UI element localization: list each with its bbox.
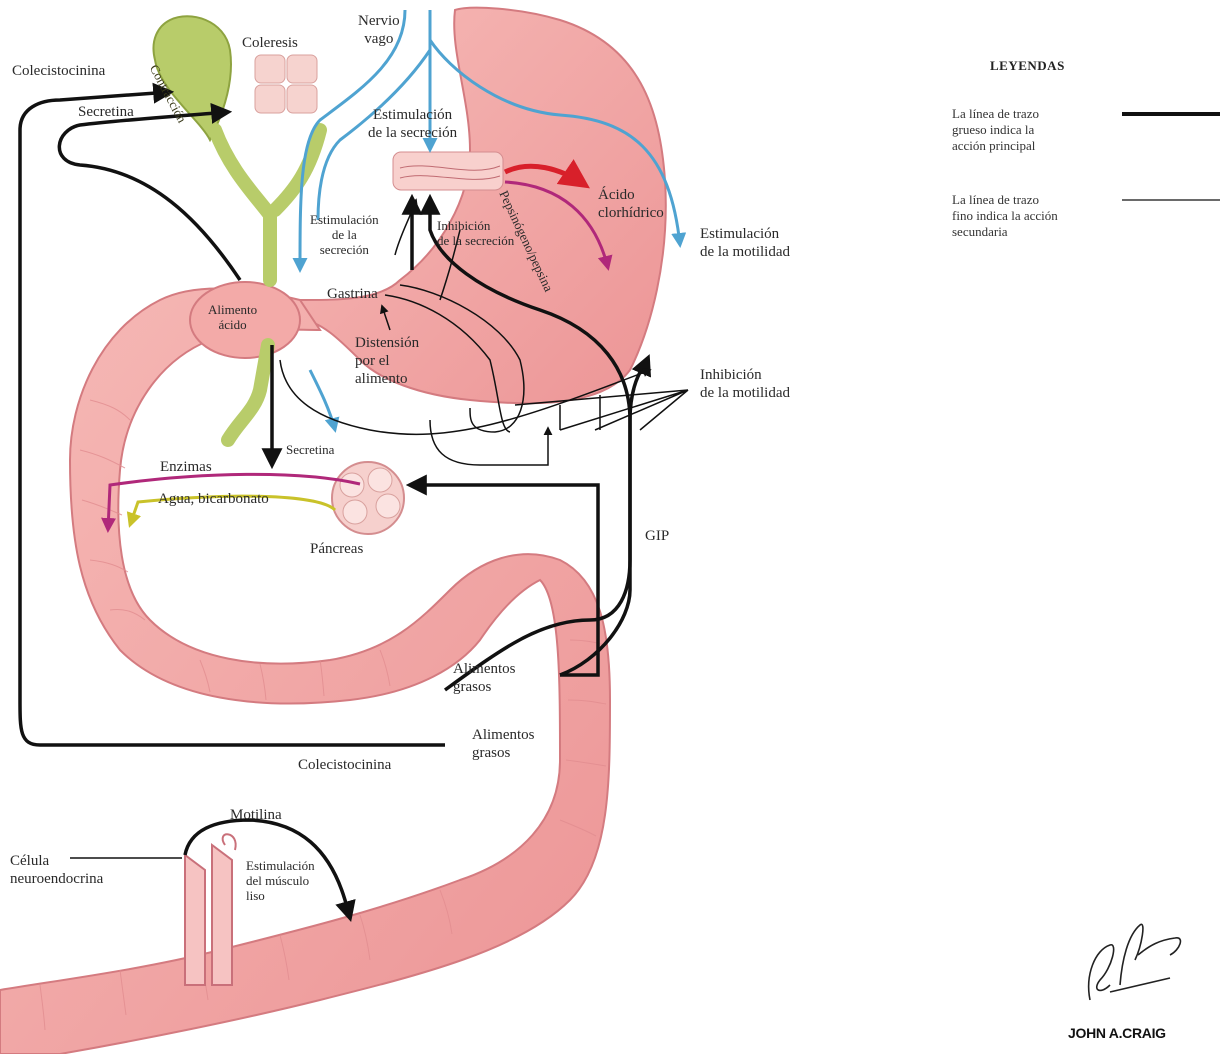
legend-title: LEYENDAS [990,58,1065,74]
label-celula-neuroendocrina: Célula neuroendocrina [10,852,103,888]
label-motilina: Motilina [230,806,282,824]
label-acido-clorhidrico: Ácido clorhídrico [598,186,664,222]
artist-credit: JOHN A.CRAIG [1068,1025,1166,1041]
netter-signature [1089,924,1181,1000]
pancreas-acinus [332,462,404,534]
label-colecistocinina-top: Colecistocinina [12,62,105,80]
label-gip: GIP [645,527,669,545]
label-coleresis: Coleresis [242,34,298,52]
label-alimentos-grasos-2: Alimentos grasos [472,726,535,762]
label-secretina-top: Secretina [78,103,134,121]
label-alimentos-grasos-1: Alimentos grasos [453,660,516,696]
legend-thick-text: La línea de trazo grueso indica la acció… [952,106,1039,154]
legend-thin-text: La línea de trazo fino indica la acción … [952,192,1058,240]
legend-lines [1122,114,1220,200]
label-enzimas: Enzimas [160,458,212,476]
label-distension: Distensión por el alimento [355,334,419,388]
label-pancreas: Páncreas [310,540,363,558]
label-inhibicion-motilidad: Inhibición de la motilidad [700,366,790,402]
label-gastrina: Gastrina [327,285,378,303]
label-estimulacion-secrecion-left: Estimulación de la secreción [310,212,379,257]
label-agua-bicarbonato: Agua, bicarbonato [158,490,269,508]
label-nervio-vago: Nervio vago [358,12,400,48]
liver-cells [255,55,317,113]
label-alimento-acido: Alimento ácido [208,302,257,332]
label-estimulacion-secrecion-top: Estimulación de la secreción [368,106,457,142]
label-inhibicion-secrecion: Inhibición de la secreción [437,218,514,248]
label-estimulacion-motilidad: Estimulación de la motilidad [700,225,790,261]
label-colecistocinina-bottom: Colecistocinina [298,756,391,774]
gastric-gland [393,152,503,190]
label-secretina-mid: Secretina [286,442,334,457]
label-estimulacion-musculo: Estimulación del músculo liso [246,858,315,903]
